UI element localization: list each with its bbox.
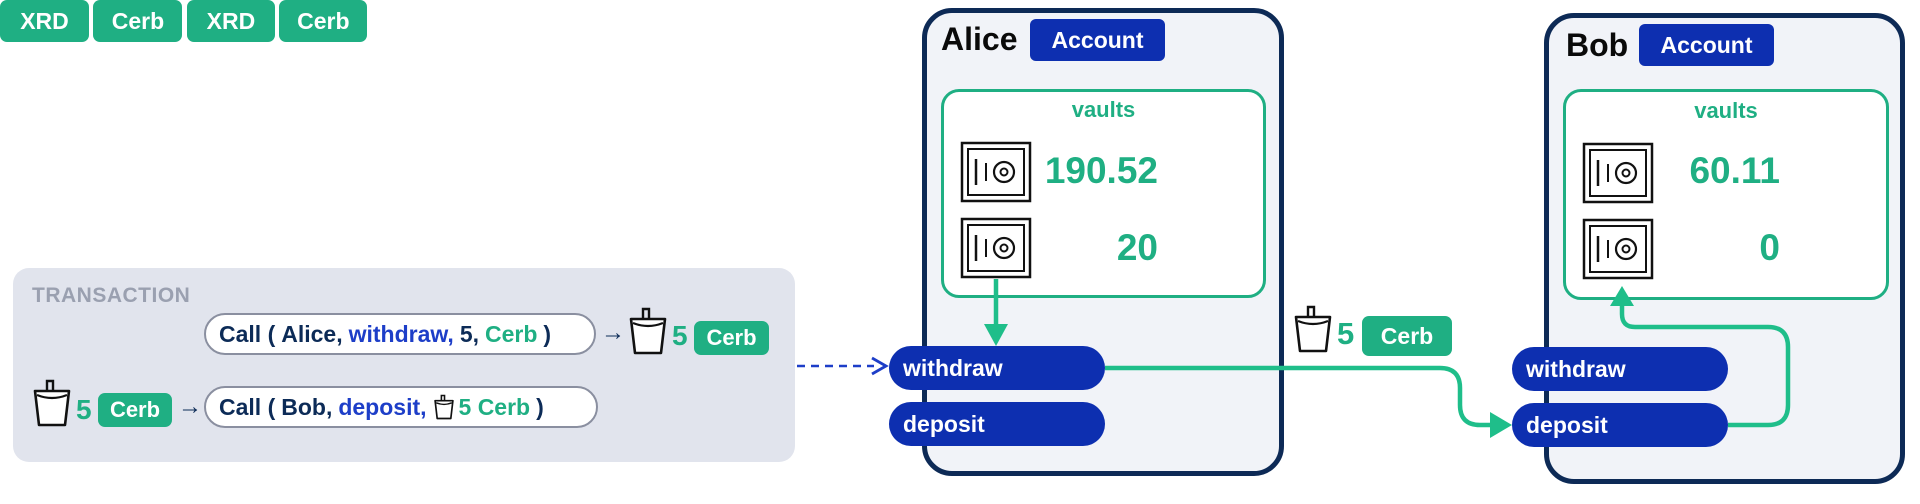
alice-vaults-label: vaults (1071, 97, 1136, 122)
bob-method-withdraw[interactable]: withdraw (1512, 347, 1728, 391)
bob-method-deposit[interactable]: deposit (1512, 403, 1728, 447)
bob-vault-cerb-tag: Cerb (279, 0, 368, 42)
call2-method: deposit, (338, 393, 427, 420)
alice-vault-xrd-tag: XRD (0, 0, 89, 42)
transaction-title: TRANSACTION (32, 284, 191, 307)
call1-method: withdraw, (348, 320, 454, 347)
call1-resource: Cerb (485, 320, 538, 347)
bob-vault-cerb-amount: 0 (1759, 227, 1780, 268)
call1-suffix: ) (543, 320, 552, 347)
call2-bucket-text: 5 Cerb (458, 393, 531, 420)
call-withdraw-pill: Call ( Alice, withdraw, 5, Cerb ) (204, 313, 596, 355)
alice-vault-xrd-amount: 190.52 (1044, 150, 1158, 191)
alice-account-name: Alice (941, 21, 1018, 57)
alice-vault-cerb-amount: 20 (1116, 227, 1158, 268)
alice-vault-cerb-tag: Cerb (93, 0, 183, 42)
bob-vault-xrd-amount: 60.11 (1689, 150, 1780, 191)
alice-method-deposit[interactable]: deposit (889, 402, 1105, 446)
call2-input-amount: 5 (76, 394, 92, 425)
vault-icon (1582, 142, 1654, 204)
alice-account-badge: Account (1030, 19, 1165, 61)
call1-prefix: Call ( (219, 320, 276, 347)
call1-result-amount: 5 (672, 320, 688, 351)
bob-vault-xrd-tag: XRD (186, 0, 275, 42)
call1-arrow: → (601, 319, 625, 346)
call1-amount: 5, (459, 320, 480, 347)
bucket-icon (1294, 305, 1332, 353)
vault-icon (1582, 218, 1654, 280)
call2-arrow: → (178, 393, 202, 420)
transfer-bucket-amount: 5 (1337, 316, 1355, 351)
transaction-panel (13, 268, 795, 462)
call1-account: Alice, (281, 320, 343, 347)
vault-icon (960, 217, 1032, 279)
alice-method-withdraw[interactable]: withdraw (889, 346, 1105, 390)
call2-prefix: Call ( (219, 393, 276, 420)
bucket-icon (433, 394, 454, 420)
call2-account: Bob, (281, 393, 333, 420)
transfer-arrowhead (1490, 412, 1512, 438)
bucket-icon (33, 379, 71, 427)
transfer-bucket-resource-tag: Cerb (1362, 316, 1452, 356)
call2-suffix: ) (536, 393, 544, 420)
call-arrowhead (871, 356, 889, 376)
call1-result-resource-tag: Cerb (694, 321, 769, 355)
bob-account-badge: Account (1639, 24, 1774, 66)
call-deposit-pill: Call ( Bob, deposit, 5 Cerb ) (204, 386, 598, 428)
vault-icon (960, 141, 1032, 203)
bob-vaults-label: vaults (1694, 98, 1758, 123)
call2-input-resource-tag: Cerb (98, 393, 172, 427)
bob-account-name: Bob (1566, 27, 1629, 63)
bucket-icon (629, 307, 667, 355)
